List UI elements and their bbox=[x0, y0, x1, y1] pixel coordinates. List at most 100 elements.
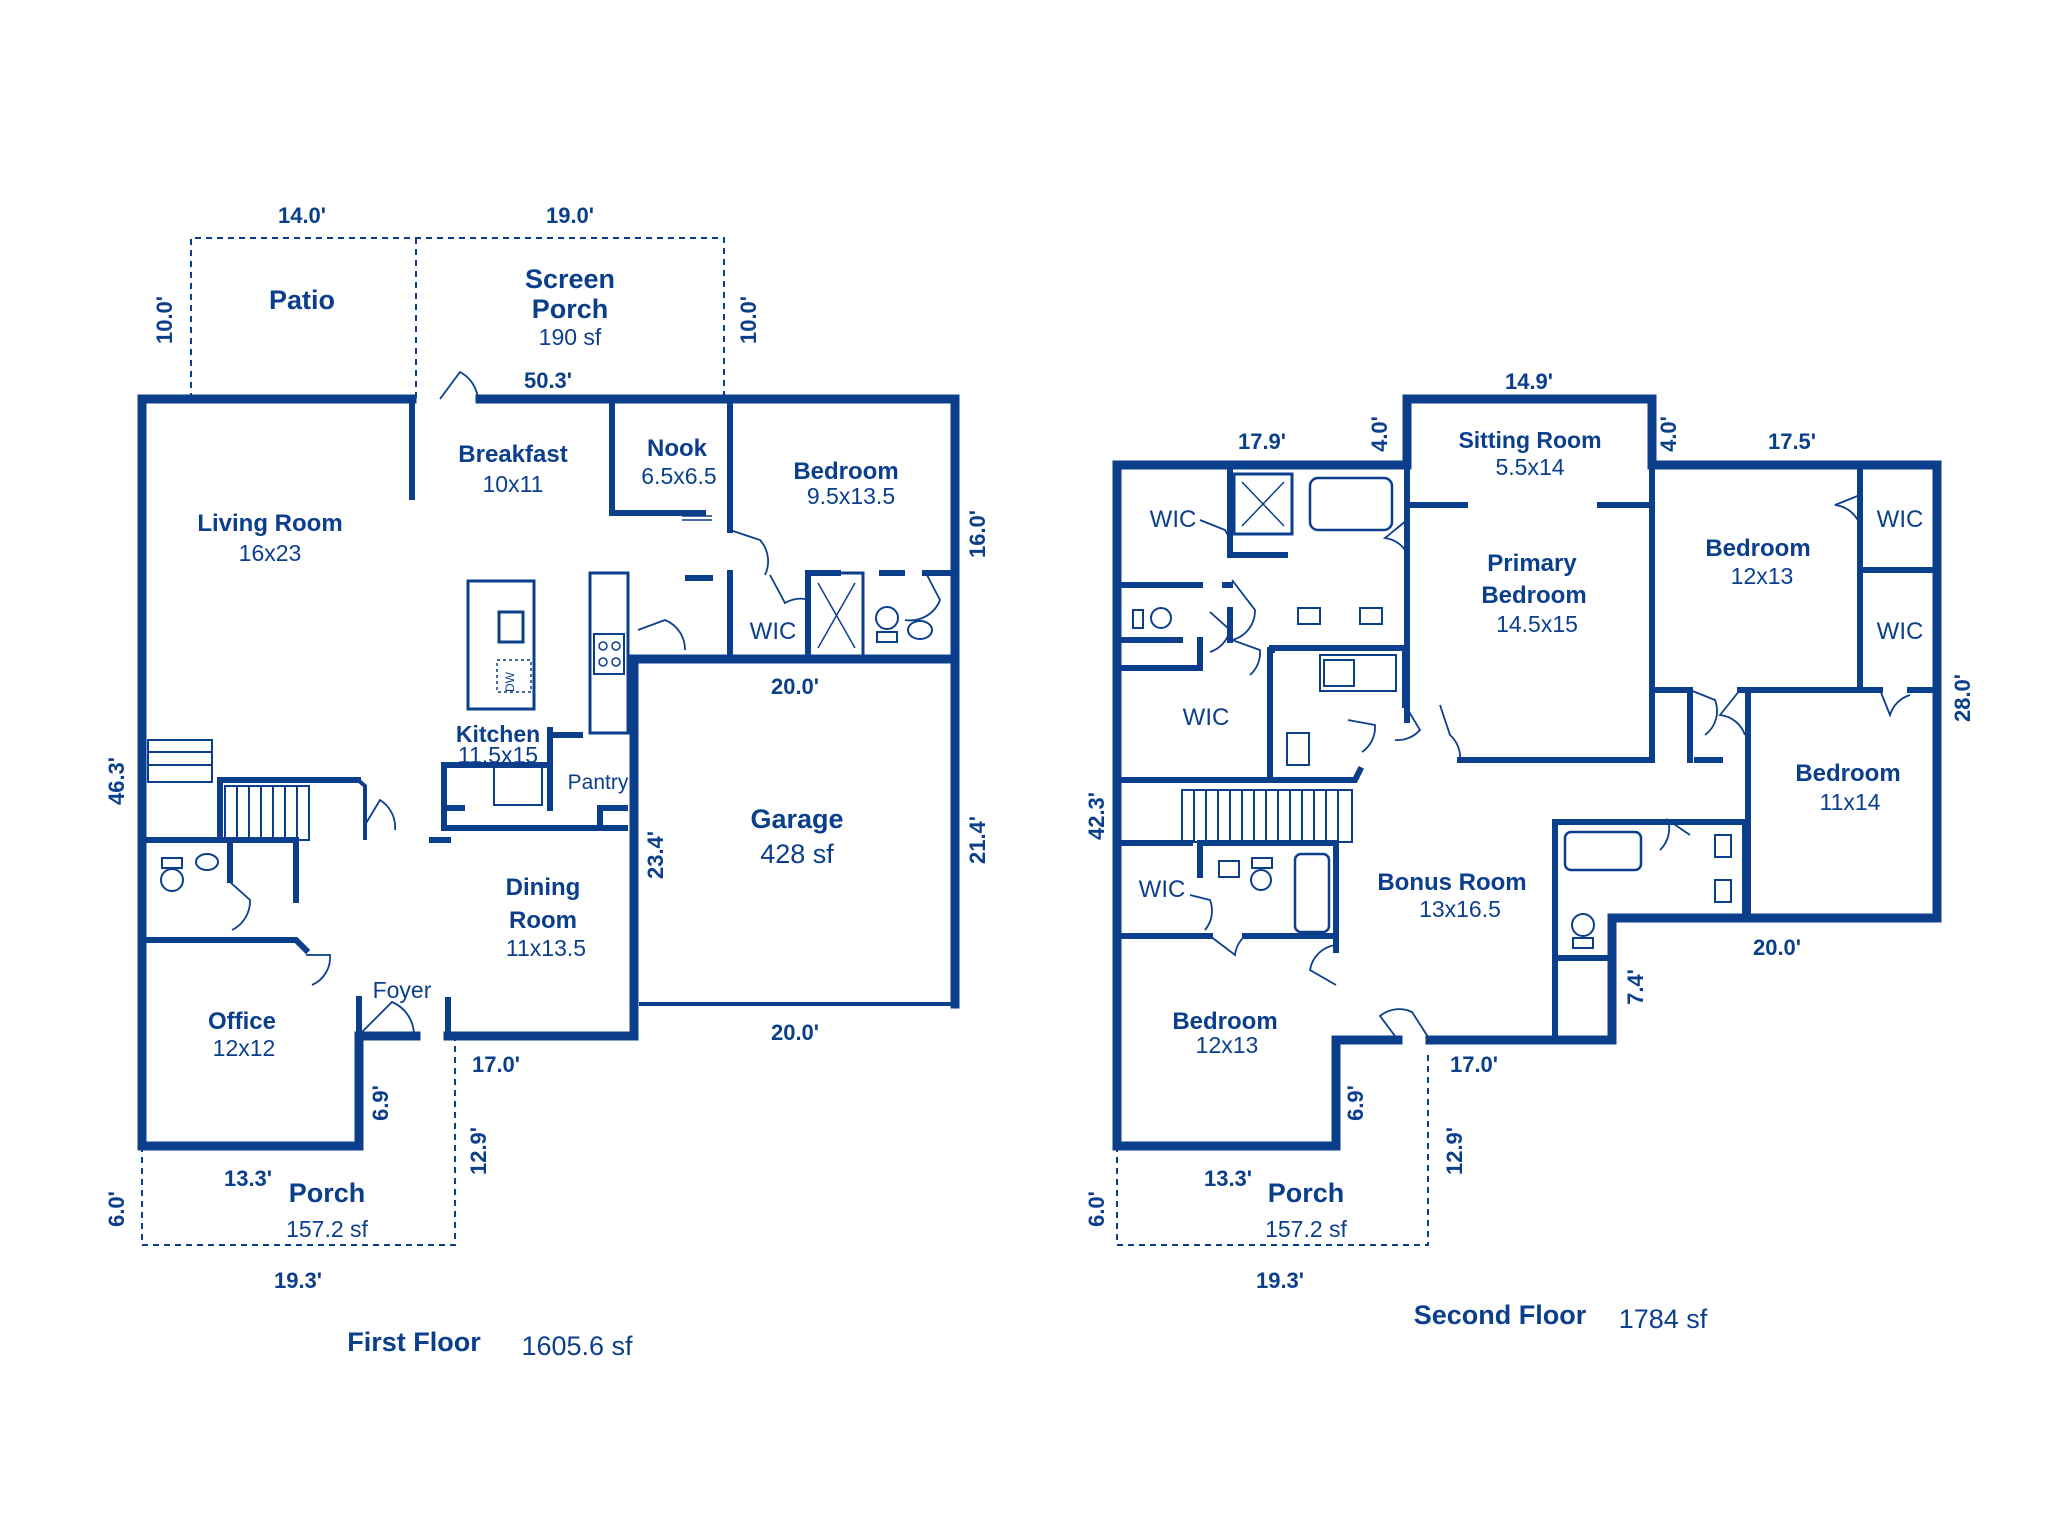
ff-office-bump-dim: 6.9' bbox=[368, 1085, 393, 1121]
ff-dining-line1: Dining bbox=[506, 874, 581, 901]
sf-sitting-label: Sitting Room bbox=[1458, 427, 1601, 453]
sf-right-top-dim: 17.5' bbox=[1768, 429, 1816, 454]
ff-pantry-label: Pantry bbox=[568, 771, 629, 794]
sf-total-area: 1784 sf bbox=[1619, 1304, 1708, 1334]
ff-dw-label: DW bbox=[503, 671, 517, 692]
ff-porch-size: 157.2 sf bbox=[286, 1216, 368, 1242]
sf-bed-w-dim: 13.3' bbox=[1204, 1166, 1252, 1191]
ff-office-size: 12x12 bbox=[213, 1035, 276, 1061]
ff-screen-w-dim: 19.0' bbox=[546, 203, 594, 228]
sf-front-dim: 17.0' bbox=[1450, 1052, 1498, 1077]
ff-title: First Floor bbox=[347, 1327, 481, 1357]
sf-right-h-dim: 28.0' bbox=[1950, 674, 1975, 722]
ff-dining-size: 11x13.5 bbox=[506, 935, 586, 961]
sf-bed-sw-label: Bedroom bbox=[1172, 1008, 1277, 1035]
ff-porch-bump-dim: 12.9' bbox=[466, 1127, 491, 1175]
ff-porch-depth-dim: 6.0' bbox=[104, 1191, 129, 1227]
sf-bed-ne-label: Bedroom bbox=[1705, 535, 1810, 562]
ff-garage-label: Garage bbox=[750, 804, 843, 834]
ff-stairs bbox=[147, 739, 367, 841]
ff-front-dim: 17.0' bbox=[472, 1052, 520, 1077]
sf-porch-size: 157.2 sf bbox=[1265, 1216, 1347, 1242]
sf-step-right-dim: 4.0' bbox=[1656, 416, 1681, 452]
ff-bed-bottom-dim: 20.0' bbox=[771, 674, 819, 699]
sf-labels: 4.0' 17.9' 14.9' 4.0' 17.5' Sitting Room… bbox=[1084, 369, 1975, 1334]
sf-wic-e: WIC bbox=[1139, 876, 1186, 903]
ff-patio-w-dim: 14.0' bbox=[278, 203, 326, 228]
sf-stairs bbox=[1181, 789, 1353, 843]
sf-sitting-size: 5.5x14 bbox=[1495, 454, 1564, 480]
ff-patio-h-dim: 10.0' bbox=[152, 296, 177, 344]
sf-sitting-w-dim: 14.9' bbox=[1505, 369, 1553, 394]
first-floor bbox=[137, 237, 960, 1246]
sf-primary-line2: Bedroom bbox=[1481, 582, 1586, 609]
ff-nook-size: 6.5x6.5 bbox=[641, 463, 716, 489]
sf-right-bottom-dim: 20.0' bbox=[1753, 935, 1801, 960]
sf-doors bbox=[1189, 494, 1911, 1041]
ff-office-w-dim: 13.3' bbox=[224, 1166, 272, 1191]
ff-interior-walls bbox=[139, 396, 958, 1039]
ff-width-dim: 50.3' bbox=[524, 368, 572, 393]
ff-wic-label: WIC bbox=[750, 618, 797, 645]
ff-porch-w-dim: 19.3' bbox=[274, 1268, 322, 1293]
sf-wic-b: WIC bbox=[1183, 704, 1230, 731]
ff-depth-dim: 46.3' bbox=[104, 757, 129, 805]
ff-screen-porch-line1: Screen bbox=[525, 264, 615, 294]
ff-right-dim: 16.0' bbox=[965, 510, 990, 558]
ff-bedroom-size: 9.5x13.5 bbox=[807, 483, 895, 509]
ff-living-size: 16x23 bbox=[239, 540, 302, 566]
ff-kitchen-size: 11.5x15 bbox=[458, 742, 538, 768]
sf-left-top-dim: 17.9' bbox=[1238, 429, 1286, 454]
sf-porch-depth-dim: 6.0' bbox=[1084, 1191, 1109, 1227]
ff-patio-label: Patio bbox=[269, 285, 335, 315]
ff-dining-line2: Room bbox=[509, 907, 577, 934]
sf-porch-dashed bbox=[1116, 1053, 1429, 1246]
ff-foyer-label: Foyer bbox=[373, 977, 432, 1003]
sf-fixtures bbox=[1132, 472, 1732, 949]
ff-porch-label: Porch bbox=[289, 1178, 366, 1208]
sf-title: Second Floor bbox=[1414, 1300, 1587, 1330]
ff-office-label: Office bbox=[208, 1008, 276, 1035]
ff-breakfast-size: 10x11 bbox=[483, 471, 544, 497]
sf-bed-e-size: 11x14 bbox=[1820, 789, 1881, 815]
sf-wic-d: WIC bbox=[1877, 618, 1924, 645]
ff-screen-porch-line2: Porch bbox=[532, 294, 609, 324]
sf-bed-ne-size: 12x13 bbox=[1731, 563, 1794, 589]
sf-wic-a: WIC bbox=[1150, 506, 1197, 533]
ff-nook-label: Nook bbox=[647, 435, 708, 462]
ff-exterior-walls bbox=[137, 394, 960, 1151]
sf-bonus-label: Bonus Room bbox=[1377, 869, 1526, 896]
ff-labels: 14.0' 19.0' 10.0' 10.0' Patio Screen Por… bbox=[104, 203, 990, 1361]
sf-interior-walls bbox=[1114, 462, 1940, 1043]
sf-bonus-size: 13x16.5 bbox=[1419, 896, 1501, 922]
ff-breakfast-label: Breakfast bbox=[458, 441, 567, 468]
ff-garage-right-dim: 21.4' bbox=[965, 816, 990, 864]
sf-porch-w-dim: 19.3' bbox=[1256, 1268, 1304, 1293]
ff-kitchen-label: Kitchen bbox=[456, 721, 540, 747]
sf-porch-bump-dim: 12.9' bbox=[1442, 1127, 1467, 1175]
ff-garage-size: 428 sf bbox=[760, 839, 834, 869]
ff-bedroom-label: Bedroom bbox=[793, 458, 898, 485]
ff-garage-bottom-dim: 20.0' bbox=[771, 1020, 819, 1045]
sf-bump-dim: 6.9' bbox=[1343, 1085, 1368, 1121]
second-floor bbox=[1112, 394, 1942, 1246]
ff-doors bbox=[229, 370, 941, 1035]
ff-screen-h-dim: 10.0' bbox=[736, 296, 761, 344]
ff-screen-porch-area: 190 sf bbox=[539, 324, 602, 350]
sf-bed-sw-size: 12x13 bbox=[1196, 1032, 1259, 1058]
sf-wic-c: WIC bbox=[1877, 506, 1924, 533]
sf-porch-label: Porch bbox=[1268, 1178, 1345, 1208]
ff-outdoor-dashed bbox=[141, 237, 725, 1246]
ff-total-area: 1605.6 sf bbox=[521, 1331, 633, 1361]
sf-step-h-dim: 7.4' bbox=[1623, 969, 1648, 1005]
ff-living-label: Living Room bbox=[197, 510, 342, 537]
ff-fixtures bbox=[160, 571, 933, 892]
ff-garage-inner-dim: 23.4' bbox=[643, 831, 668, 879]
sf-primary-line1: Primary bbox=[1487, 550, 1577, 577]
sf-step-left-dim: 4.0' bbox=[1367, 416, 1392, 452]
sf-bed-e-label: Bedroom bbox=[1795, 760, 1900, 787]
sf-depth-dim: 42.3' bbox=[1084, 792, 1109, 840]
sf-primary-size: 14.5x15 bbox=[1496, 611, 1578, 637]
